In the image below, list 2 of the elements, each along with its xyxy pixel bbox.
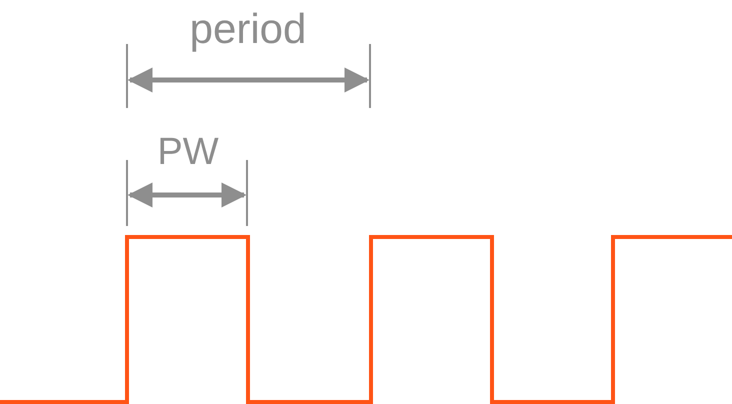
- pulse-width-label: PW: [157, 133, 219, 171]
- period-label: period: [190, 8, 306, 50]
